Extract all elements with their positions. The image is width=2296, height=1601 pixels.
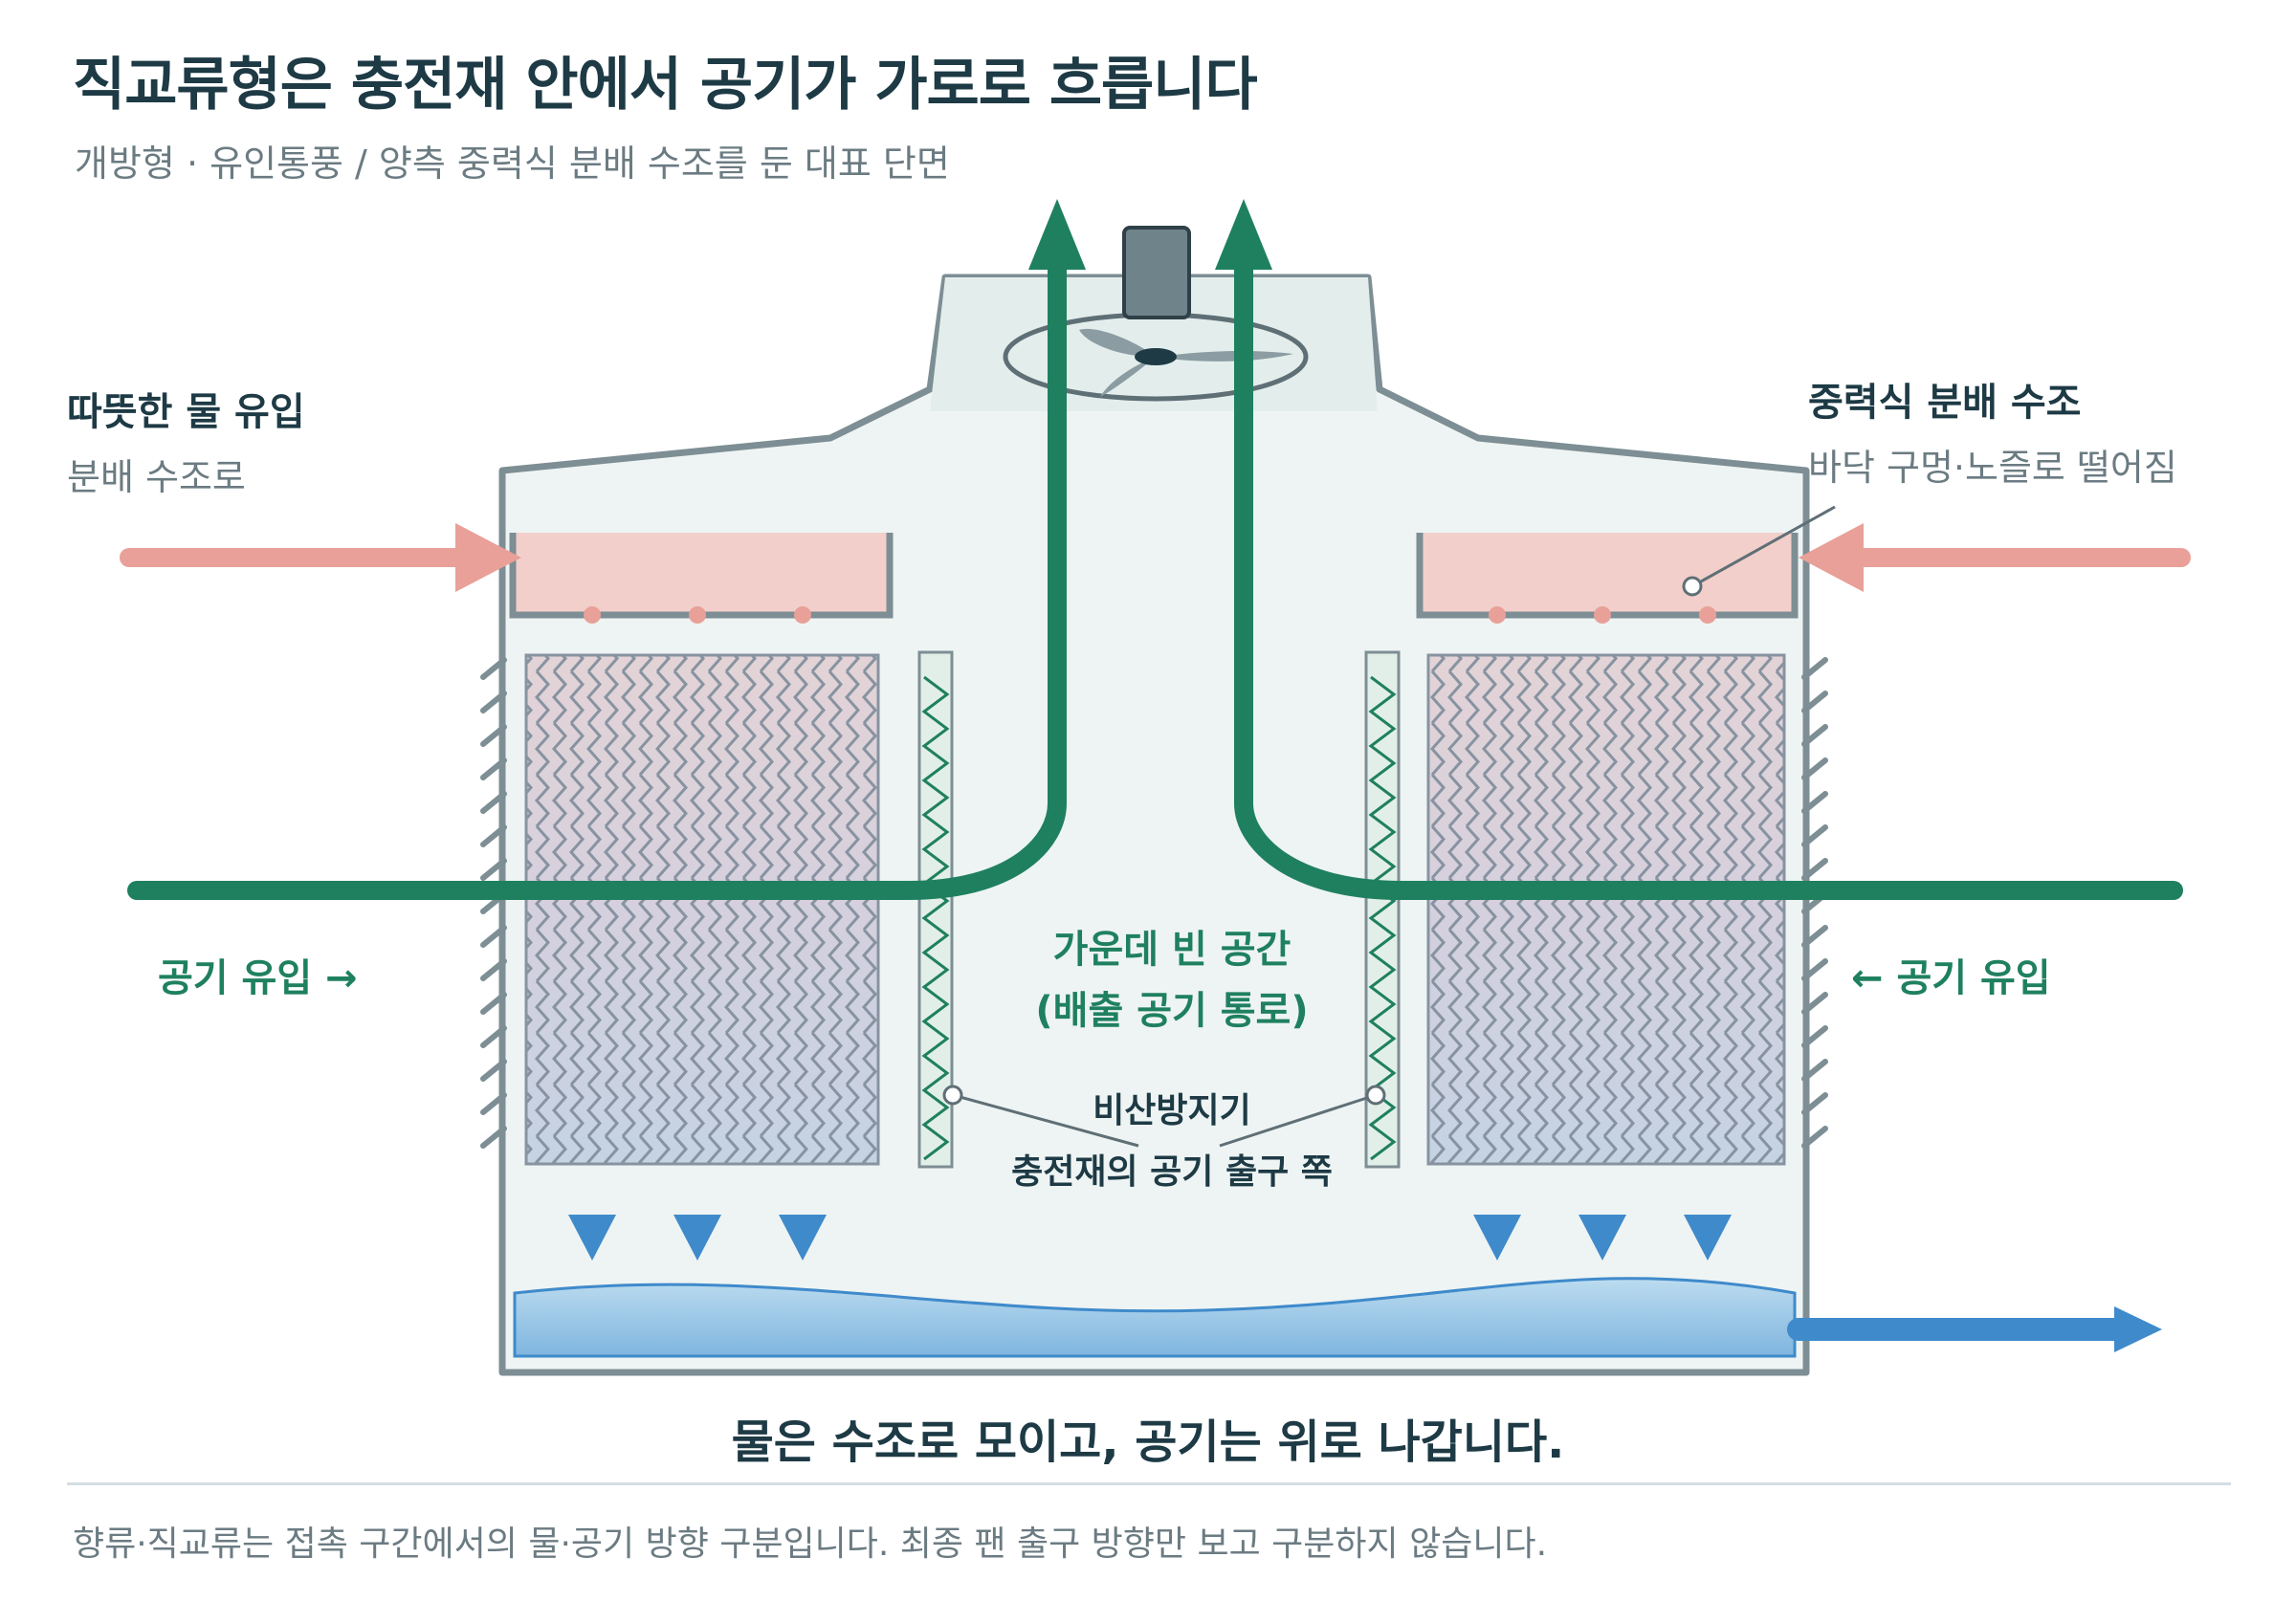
air-inlet-right-label: ← 공기 유입 <box>1851 956 2051 1000</box>
air-flow-right <box>1234 258 2183 900</box>
page-title: 직교류형은 충전재 안에서 공기가 가로로 흐릅니다 <box>73 52 1258 119</box>
left-drift-eliminator <box>917 650 954 1169</box>
water-streams <box>585 607 1714 1229</box>
eliminator-sublabel: 충전재의 공기 출구 쪽 <box>1011 1152 1333 1192</box>
to-basin-label: 분배 수조로 <box>67 456 246 498</box>
diagram-caption: 물은 수조로 모이고, 공기는 위로 나갑니다. <box>731 1415 1565 1469</box>
air-exhaust-right-arrowhead <box>1215 199 1272 270</box>
fan-icon <box>1079 328 1293 397</box>
center-space-sublabel: (배출 공기 통로) <box>1035 989 1309 1033</box>
water-nozzles <box>584 606 1716 624</box>
right-distribution-basin <box>1416 533 1799 619</box>
hot-water-inlet-right-arrow <box>1799 523 2191 592</box>
center-space-label: 가운데 빈 공간 <box>1052 928 1292 972</box>
air-inlet-left-label: 공기 유입 → <box>158 956 358 1000</box>
footnote: 향류·직교류는 접촉 구간에서의 물·공기 방향 구분입니다. 최종 팬 출구 … <box>73 1524 1548 1564</box>
cold-water-outlet-arrow <box>1787 1306 2162 1352</box>
fan-stack <box>930 277 1378 411</box>
hot-water-inlet-left-arrow <box>120 523 521 592</box>
left-louvers <box>480 657 507 1149</box>
water-stream-arrowheads <box>568 1215 1732 1261</box>
page-subtitle: 개방형 · 유인통풍 / 양측 중력식 분배 수조를 둔 대표 단면 <box>75 143 950 185</box>
cold-water-basin <box>513 1277 1797 1358</box>
leader-lines <box>952 505 1836 1148</box>
leader-dots <box>942 576 1703 1106</box>
motor-icon <box>1122 226 1191 319</box>
basin-desc-label: 바닥 구멍·노즐로 떨어짐 <box>1808 447 2177 489</box>
divider <box>67 1482 2231 1485</box>
eliminator-label: 비산방지기 <box>1093 1091 1251 1130</box>
left-distribution-basin <box>509 533 894 619</box>
hot-water-inlet-label: 따뜻한 물 유입 <box>67 390 305 434</box>
gravity-basin-label: 중력식 분배 수조 <box>1808 381 2082 425</box>
right-drift-eliminator <box>1364 650 1401 1169</box>
right-louvers <box>1801 657 1828 1149</box>
air-exhaust-left-arrowhead <box>1028 199 1086 270</box>
air-flow-left <box>127 258 1067 900</box>
